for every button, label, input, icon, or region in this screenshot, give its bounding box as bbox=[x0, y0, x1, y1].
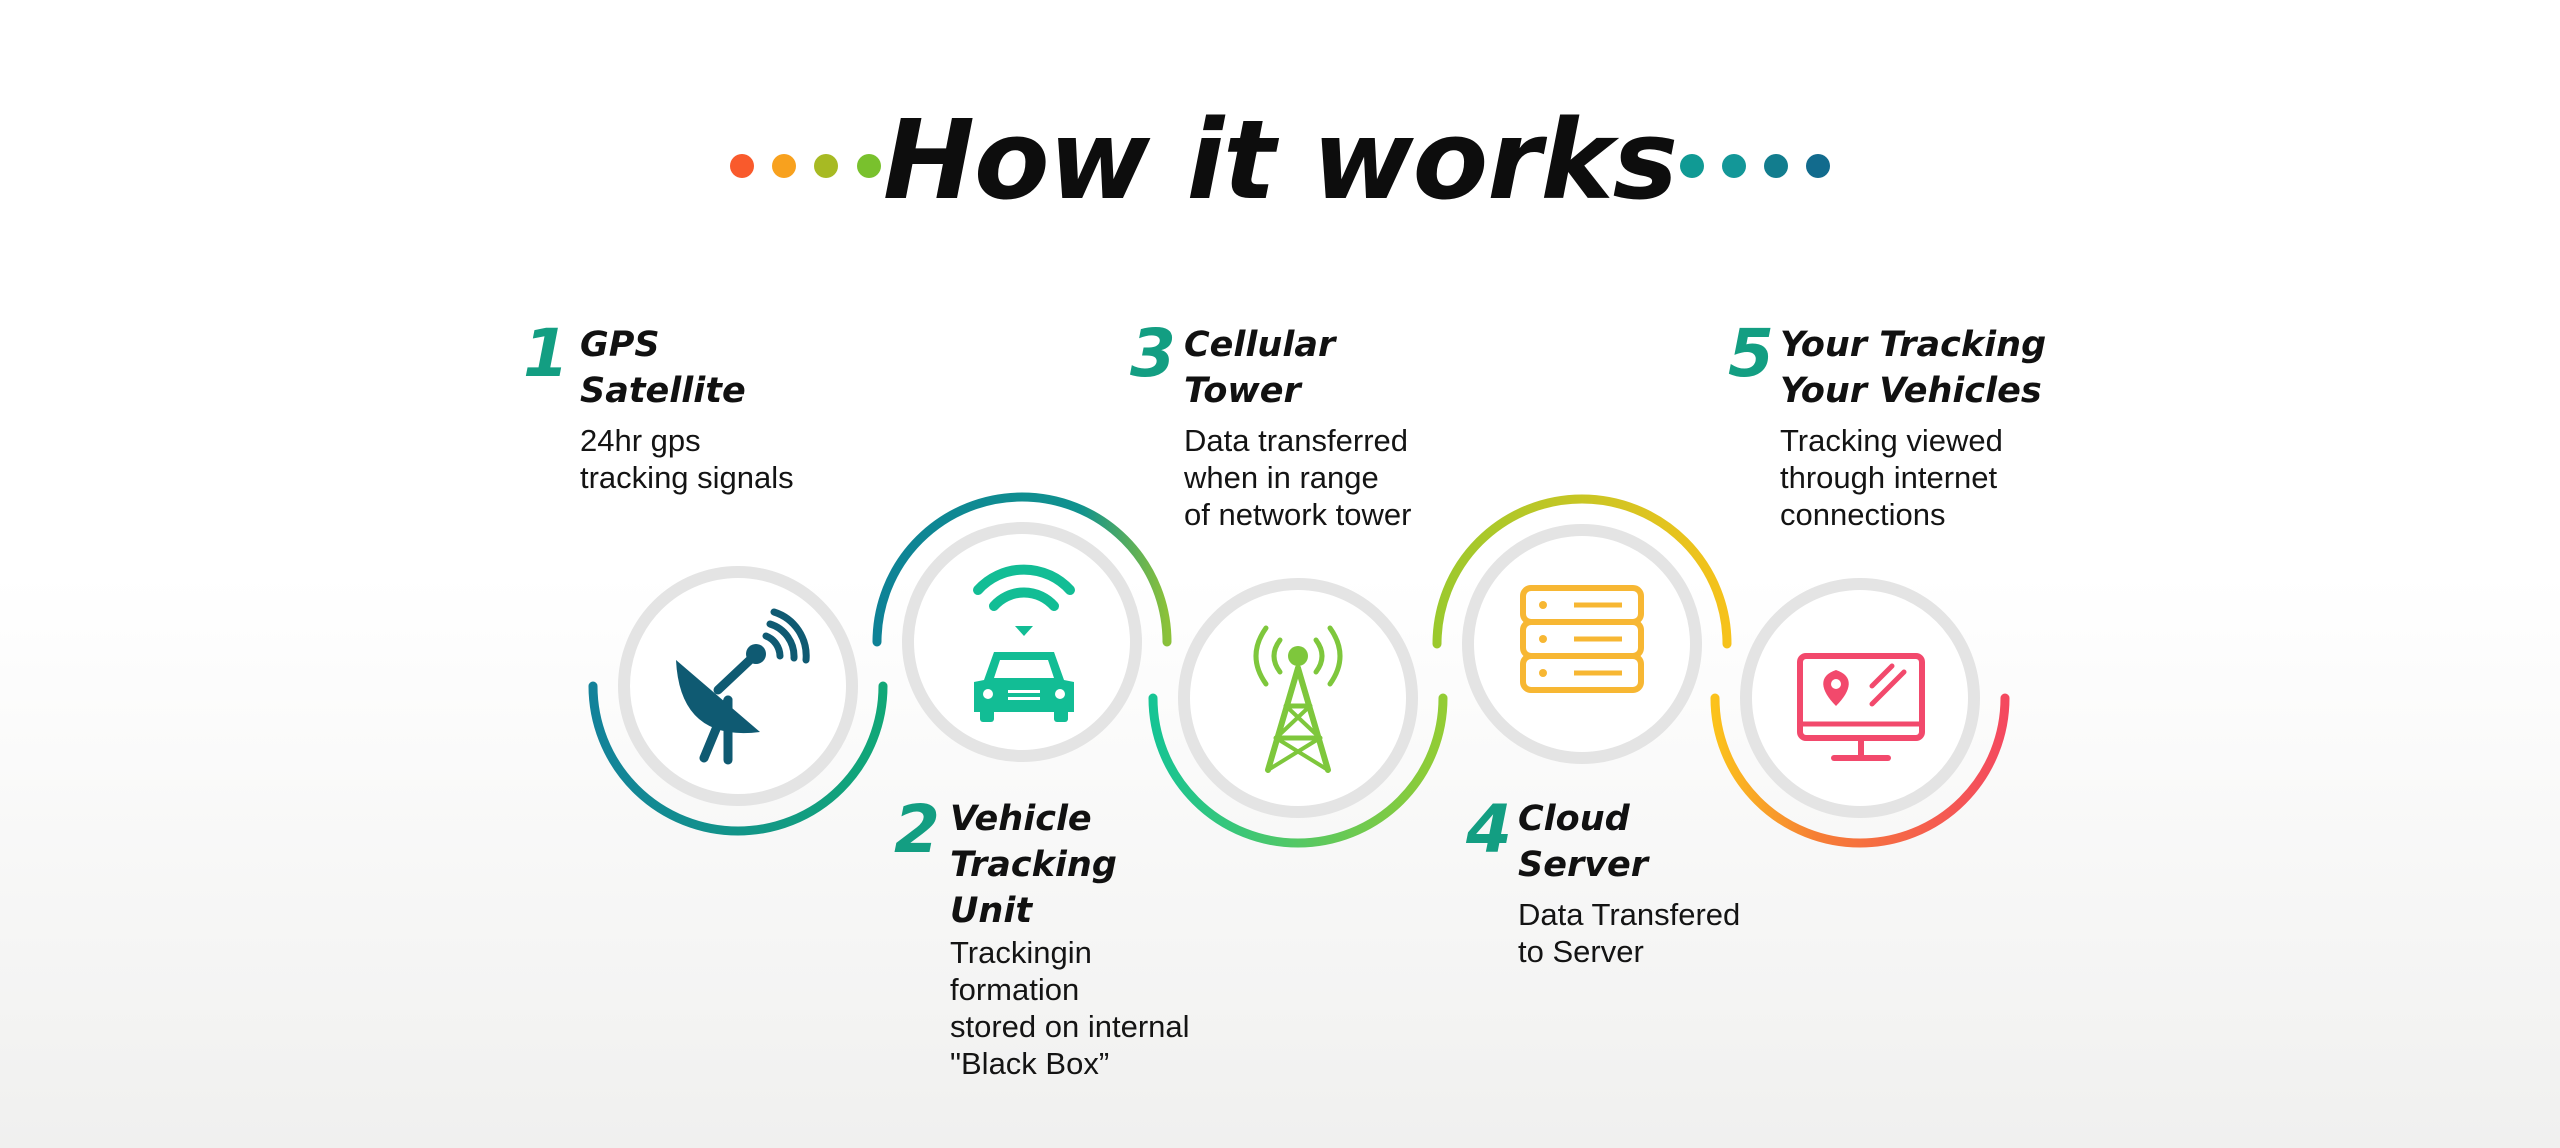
car-wifi-icon bbox=[973, 564, 1075, 722]
title-dot-left-3 bbox=[814, 154, 838, 178]
title-dot-right-2 bbox=[1722, 154, 1746, 178]
title-dot-left-1 bbox=[730, 154, 754, 178]
title-dot-right-1 bbox=[1680, 154, 1704, 178]
step-2-ring bbox=[902, 522, 1142, 762]
step-2-desc-line-4: "Black Box” bbox=[950, 1046, 1110, 1081]
step-4-number: 4 bbox=[1466, 791, 1512, 868]
title-dot-right-3 bbox=[1764, 154, 1788, 178]
server-icon bbox=[1520, 585, 1644, 693]
step-3-desc-line-2: when in range bbox=[1184, 460, 1379, 495]
step-4-title-line-2: Server bbox=[1518, 845, 1649, 885]
step-3-desc-line-3: of network tower bbox=[1184, 497, 1412, 532]
step-5-title-line-2: Your Vehicles bbox=[1780, 371, 2042, 411]
step-2-title-line-3: Unit bbox=[950, 891, 1033, 931]
step-2-title-line-1: Vehicle bbox=[950, 799, 1092, 839]
step-5-ring bbox=[1740, 578, 1980, 818]
step-5-desc-line-1: Tracking viewed bbox=[1780, 423, 2003, 458]
cell-tower-icon bbox=[1253, 625, 1343, 773]
monitor-location-icon bbox=[1797, 653, 1925, 761]
page-title: How it works bbox=[882, 96, 1678, 224]
step-4-desc-line-2: to Server bbox=[1518, 934, 1644, 969]
step-3-desc-line-1: Data transferred bbox=[1184, 423, 1408, 458]
step-1-title-line-2: Satellite bbox=[580, 371, 746, 411]
step-2-arc bbox=[872, 492, 1172, 647]
step-4-arc bbox=[1432, 494, 1732, 649]
step-2-desc-line-2: formation bbox=[950, 972, 1080, 1007]
title-dot-left-4 bbox=[857, 154, 881, 178]
step-1-title-line-1: GPS bbox=[580, 325, 660, 365]
title-dot-left-2 bbox=[772, 154, 796, 178]
satellite-dish-icon bbox=[676, 608, 810, 765]
step-1-desc-line-2: tracking signals bbox=[580, 460, 794, 495]
step-5-arc bbox=[1710, 693, 2010, 848]
step-1-arc bbox=[588, 681, 888, 836]
step-3-arc bbox=[1148, 693, 1448, 848]
title-dot-right-4 bbox=[1806, 154, 1830, 178]
step-5-desc-line-3: connections bbox=[1780, 497, 1946, 532]
step-1-number: 1 bbox=[523, 315, 569, 392]
step-5-title-line-1: Your Tracking bbox=[1780, 325, 2047, 365]
step-3-ring bbox=[1178, 578, 1418, 818]
step-4-ring bbox=[1462, 524, 1702, 764]
step-5-number: 5 bbox=[1728, 315, 1774, 392]
step-1-ring bbox=[618, 566, 858, 806]
step-4-desc-line-1: Data Transfered bbox=[1518, 897, 1741, 932]
step-3-number: 3 bbox=[1130, 315, 1176, 392]
step-5-desc-line-2: through internet bbox=[1780, 460, 1998, 495]
step-2-desc-line-1: Trackingin bbox=[950, 935, 1092, 970]
step-3-title-line-1: Cellular bbox=[1184, 325, 1336, 365]
step-3-title-line-2: Tower bbox=[1184, 371, 1301, 411]
step-4-title-line-1: Cloud bbox=[1518, 799, 1630, 839]
step-1-desc-line-1: 24hr gps bbox=[580, 423, 701, 458]
step-2-number: 2 bbox=[894, 791, 940, 868]
step-2-desc-line-3: stored on internal bbox=[950, 1009, 1190, 1044]
step-2-title-line-2: Tracking bbox=[950, 845, 1117, 885]
